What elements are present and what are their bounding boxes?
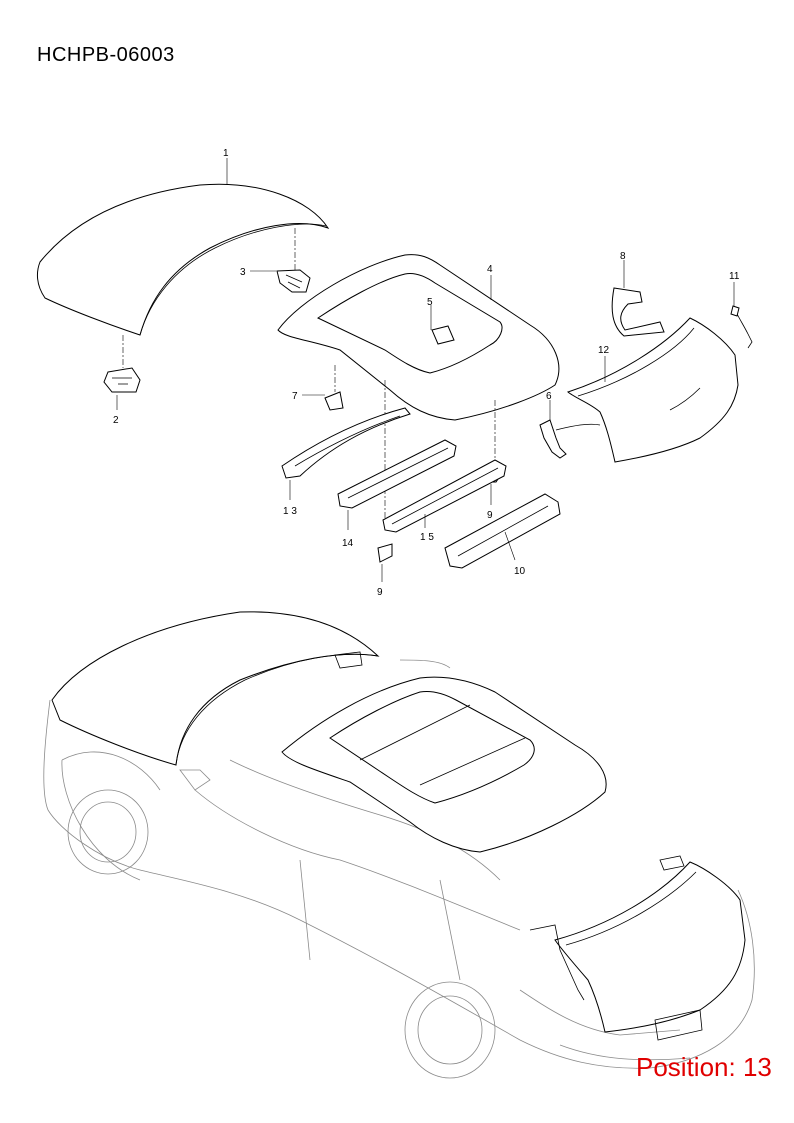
callout-9-lower: 9 xyxy=(377,587,383,598)
part-4-roof-panel[interactable] xyxy=(277,254,560,520)
part-12-trunk-lid[interactable] xyxy=(566,317,739,463)
callout-5: 5 xyxy=(427,297,433,308)
part-8-lid-hinge[interactable] xyxy=(611,260,665,337)
part-14-roof-bow[interactable] xyxy=(337,439,457,530)
callout-7: 7 xyxy=(292,391,298,402)
part-6-trunk-hinge[interactable] xyxy=(539,400,601,459)
callout-11: 11 xyxy=(729,271,740,282)
callout-9-upper: 9 xyxy=(487,510,493,521)
part-5-clip[interactable] xyxy=(430,305,455,345)
part-13-roof-rail[interactable] xyxy=(281,407,411,500)
part-10-rear-cross-member[interactable] xyxy=(444,493,561,569)
part-11-trunk-cable[interactable] xyxy=(730,282,753,349)
part-2-hood-latch[interactable] xyxy=(103,335,141,410)
callout-15: 1 5 xyxy=(420,532,434,543)
callout-13: 1 3 xyxy=(283,506,297,517)
callout-2: 2 xyxy=(113,415,119,426)
vehicle-assembly-view xyxy=(43,611,755,1079)
callout-12: 12 xyxy=(598,345,610,356)
callout-14: 14 xyxy=(342,538,354,549)
part-3-hinge[interactable] xyxy=(250,269,311,293)
part-15-roof-bow[interactable] xyxy=(382,459,507,533)
callout-6: 6 xyxy=(546,391,552,402)
callout-3: 3 xyxy=(240,267,246,278)
sheet-code: HCHPB-06003 xyxy=(37,44,175,66)
callout-1: 1 xyxy=(223,148,229,159)
part-7-bracket[interactable] xyxy=(302,365,344,411)
position-label: Position: 13 xyxy=(636,1052,772,1082)
part-9-bracket-lower[interactable] xyxy=(377,543,393,582)
part-1-hood[interactable] xyxy=(36,158,330,336)
callout-10: 10 xyxy=(514,566,526,577)
callout-8: 8 xyxy=(620,251,626,262)
callout-4: 4 xyxy=(487,264,493,275)
